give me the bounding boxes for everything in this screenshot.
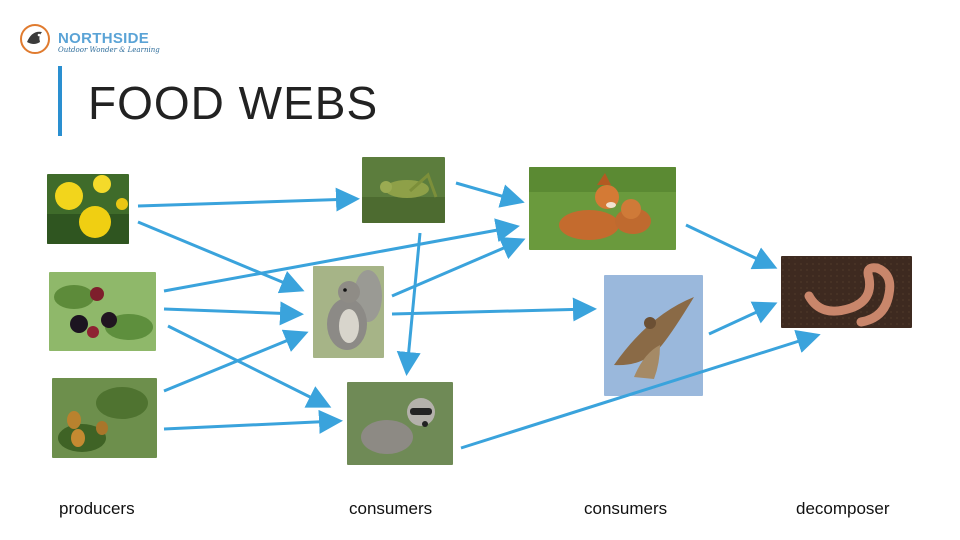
northside-logo: NORTHSIDE Outdoor Wonder & Learning: [18, 18, 160, 60]
brand-name: NORTHSIDE: [58, 30, 150, 47]
raccoon-image: [347, 382, 453, 465]
label-secondary-consumers: consumers: [584, 499, 668, 518]
label-primary-consumers: consumers: [349, 499, 433, 518]
arrow-dandelion-to-squirrel: [137, 220, 305, 294]
arrow-dandelion-to-grasshopper: [137, 187, 360, 212]
squirrel-image: [313, 266, 384, 358]
label-producers: producers: [59, 499, 135, 518]
arrow-blackberry-to-fox: [163, 218, 520, 293]
arrow-hawk-to-decomposer: [708, 301, 778, 336]
bird-logo-icon: [20, 24, 50, 54]
arrow-raccoon-to-decomposer: [460, 329, 821, 450]
oak-acorn-image: [52, 378, 157, 458]
earthworm-image: [781, 256, 912, 328]
brand-tagline: Outdoor Wonder & Learning: [58, 46, 160, 54]
dandelion-image: [47, 174, 129, 244]
grasshopper-image: [362, 157, 445, 223]
arrow-squirrel-to-hawk: [391, 297, 597, 322]
arrow-oak-to-squirrel: [163, 329, 309, 393]
arrow-squirrel-to-fox: [391, 237, 526, 298]
arrow-blackberry-to-raccoon: [167, 324, 332, 408]
arrow-fox-to-decomposer: [685, 223, 778, 270]
blackberry-image: [49, 272, 156, 351]
page-title: FOOD WEBS: [88, 77, 379, 129]
title-accent-bar: [58, 66, 62, 136]
arrow-blackberry-to-squirrel: [163, 301, 304, 326]
arrow-grasshopper-to-raccoon: [396, 232, 422, 376]
arrow-grasshopper-to-fox: [455, 181, 525, 208]
label-decomposer: decomposer: [796, 499, 890, 518]
arrow-oak-to-raccoon: [163, 409, 343, 434]
fox-image: [529, 167, 676, 250]
